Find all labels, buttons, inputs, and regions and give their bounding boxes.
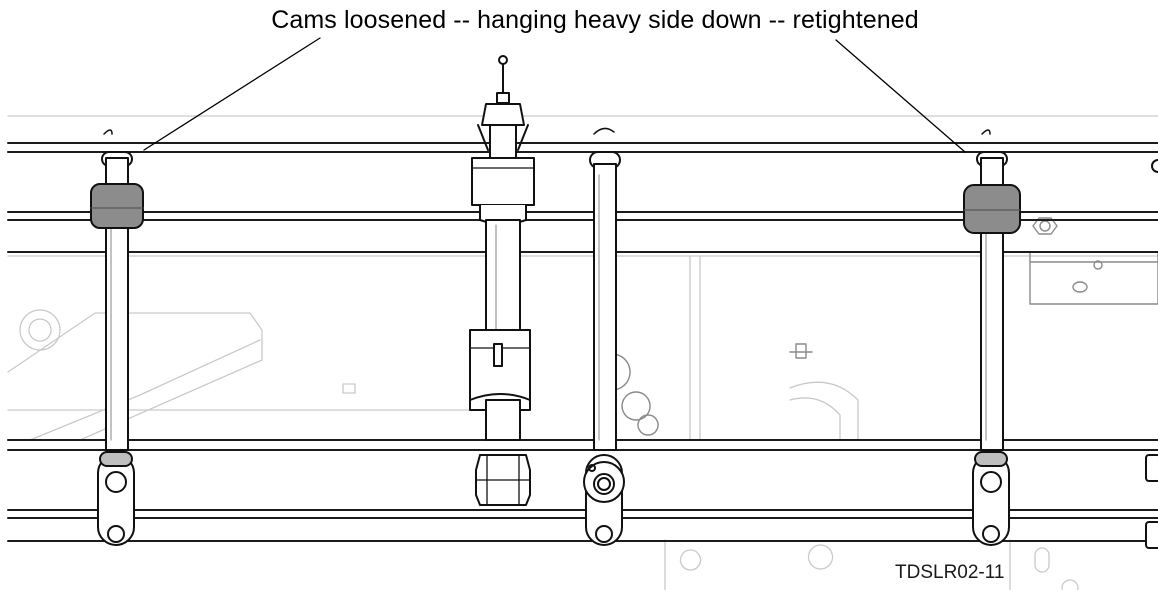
- right-rod-assembly: [963, 129, 1021, 546]
- pull-handle-assembly: [469, 55, 535, 506]
- middle-rod-assembly: [583, 127, 625, 546]
- leader-lines: [143, 37, 966, 153]
- figure-reference-id: TDSLR02-11: [895, 562, 1005, 583]
- right-edge-hardware: [1145, 159, 1158, 549]
- figure-caption: Cams loosened -- hanging heavy side down…: [271, 6, 919, 34]
- left-rod-assembly: [90, 129, 144, 546]
- background-frame: [7, 115, 1158, 590]
- lower-rail: [7, 439, 1158, 542]
- background-hardware: [593, 217, 1158, 436]
